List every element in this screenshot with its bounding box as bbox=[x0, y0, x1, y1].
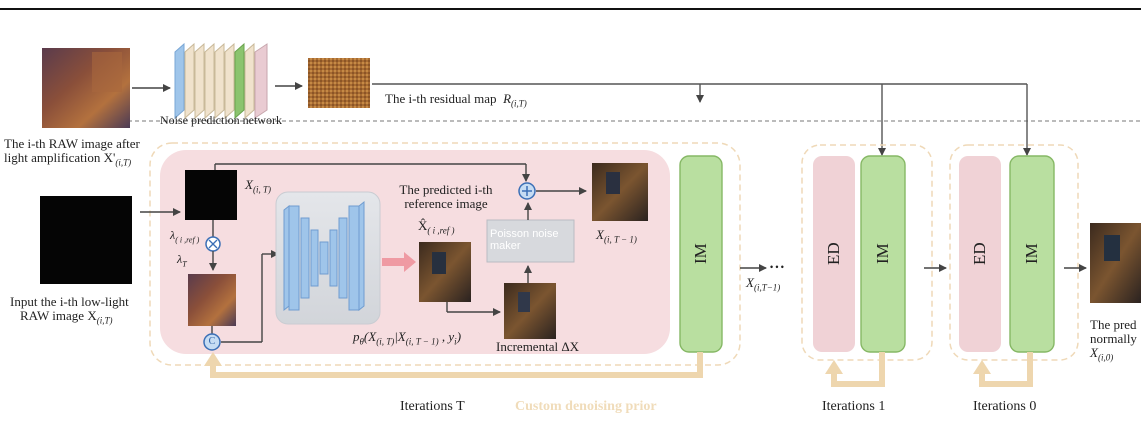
im-label-1: IM bbox=[873, 243, 892, 265]
iter-1-label: Iterations 1 bbox=[822, 399, 886, 414]
lambda-T-label: λT bbox=[177, 252, 187, 269]
iteration-1-boundary bbox=[801, 144, 933, 361]
iteration-0-boundary bbox=[949, 144, 1079, 361]
ed-block-1 bbox=[813, 156, 855, 352]
x-between-label: X(i,T−1) bbox=[746, 275, 781, 293]
unet-blocks bbox=[283, 200, 365, 312]
p-theta-label: pθ(X(i, T)|X(i, T − 1) , yi) bbox=[353, 329, 462, 347]
input-lowlight-image bbox=[40, 196, 132, 284]
noise-net-layers bbox=[174, 42, 268, 120]
ed-label-0: ED bbox=[970, 242, 989, 266]
loop-arrow-0 bbox=[979, 352, 1033, 387]
output-label: The pred normally X(i,0) bbox=[1090, 317, 1137, 363]
im-label-0: IM bbox=[1022, 243, 1041, 265]
residual-map-image bbox=[308, 58, 370, 108]
custom-prior-label: Custom denoising prior bbox=[515, 399, 657, 414]
poisson-noise-box bbox=[486, 219, 575, 263]
loop-arrow-T bbox=[210, 352, 703, 378]
red-output-arrow bbox=[382, 252, 416, 272]
concat-node bbox=[203, 333, 221, 351]
ed-block-0 bbox=[959, 156, 1001, 352]
iter-0-label: Iterations 0 bbox=[973, 399, 1037, 414]
x-it-image bbox=[185, 170, 237, 220]
lambda-ref-label: λ( i ,ref ) bbox=[170, 228, 200, 245]
iteration-T-boundary bbox=[149, 142, 741, 366]
x-prev-label: X(i, T − 1) bbox=[596, 227, 637, 245]
loop-arrow-1 bbox=[831, 352, 885, 387]
xhat-label: X̂( i ,ref ) bbox=[418, 218, 455, 236]
continuation-dots: • • • bbox=[770, 262, 784, 272]
ed-label-1: ED bbox=[824, 242, 843, 266]
input-label: Input the i-th low-light RAW image X(i,T… bbox=[10, 294, 129, 326]
predicted-ref-label: The predicted i-th reference image bbox=[399, 182, 493, 211]
scaled-image bbox=[188, 274, 236, 326]
residual-map-label: The i-th residual map R(i,T) bbox=[385, 91, 527, 109]
incremental-label: Incremental ΔX bbox=[496, 339, 580, 354]
im-label-T: IM bbox=[691, 243, 710, 265]
noise-net-label: Noise prediction network bbox=[160, 113, 282, 127]
iter-T-label: Iterations T bbox=[400, 399, 465, 414]
concat-symbol: C bbox=[208, 336, 216, 347]
poisson-noise-label: Poisson noise maker bbox=[490, 228, 559, 252]
raw-amplified-label: The i-th RAW image after light amplifica… bbox=[4, 136, 140, 168]
x-it-label: X(i, T) bbox=[245, 177, 271, 195]
